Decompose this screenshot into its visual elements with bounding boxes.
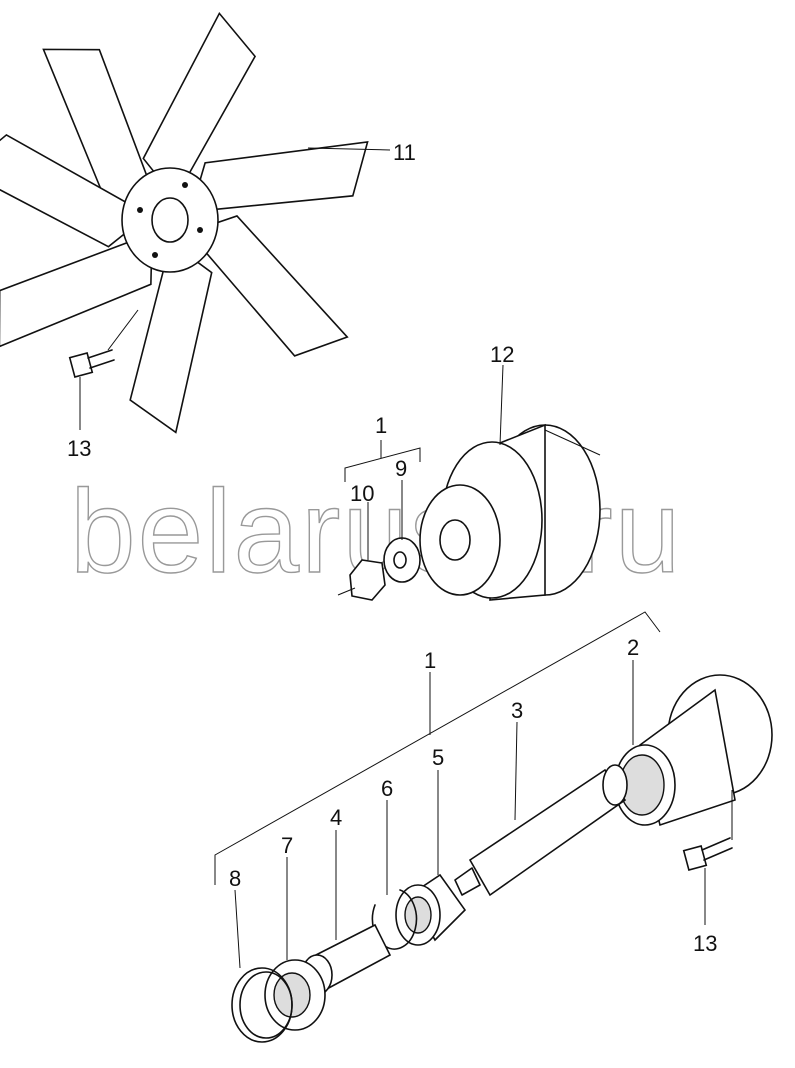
- callout-10: 10: [350, 481, 374, 506]
- housing-bolt: [682, 790, 733, 925]
- callout-6: 6: [381, 776, 393, 801]
- shaft: [454, 721, 628, 897]
- callout-13-fan-bolt: 13: [67, 436, 91, 461]
- pulley-hub: [419, 364, 601, 601]
- callout-9: 9: [395, 456, 407, 481]
- nut-and-washer: [337, 440, 421, 601]
- bearing-housing: [614, 660, 773, 827]
- callout-2: 2: [627, 635, 639, 660]
- callout-4: 4: [330, 805, 342, 830]
- callout-12: 12: [490, 342, 514, 367]
- callout-3: 3: [511, 698, 523, 723]
- fan-blade-assembly: [0, 11, 391, 434]
- callout-11: 11: [393, 140, 416, 165]
- callout-8: 8: [229, 866, 241, 891]
- callout-7: 7: [281, 833, 293, 858]
- callout-1-bottom: 1: [424, 648, 436, 673]
- callout-5: 5: [432, 745, 444, 770]
- callout-13-housing-bolt: 13: [693, 931, 717, 956]
- outer-bearing: [231, 857, 326, 1043]
- callout-1-top: 1: [375, 413, 387, 438]
- fan-bolt: [68, 349, 115, 430]
- bearing: [371, 770, 467, 950]
